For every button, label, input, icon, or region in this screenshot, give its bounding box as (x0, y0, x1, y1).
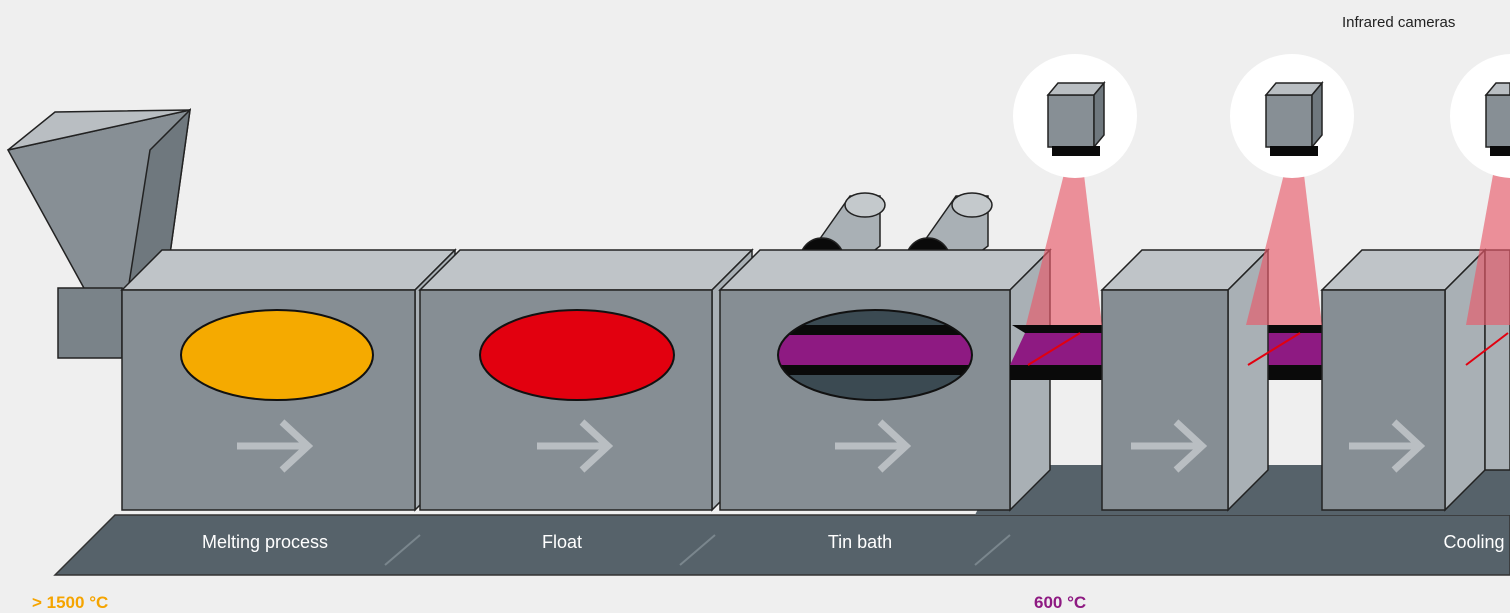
hopper-icon (6, 107, 192, 359)
arrow-right-icon (237, 419, 1426, 473)
stage-label-tin-bath: Tin bath (827, 532, 893, 552)
box-cooling-1 (1100, 248, 1270, 512)
ir-beams (1026, 158, 1510, 366)
temperature-melting: > 1500 °C (32, 593, 109, 612)
infrared-cameras-label: Infrared cameras (1342, 14, 1456, 31)
stage-label-cooling: Cooling (1443, 532, 1505, 552)
camera-icon (1013, 54, 1510, 178)
stage-label-melting: Melting process (201, 532, 329, 552)
box-melting (120, 248, 457, 512)
stage-label-float: Float (541, 532, 583, 552)
box-tin-bath (718, 248, 1052, 512)
temperature-cooling: 600 °C (1034, 593, 1087, 612)
